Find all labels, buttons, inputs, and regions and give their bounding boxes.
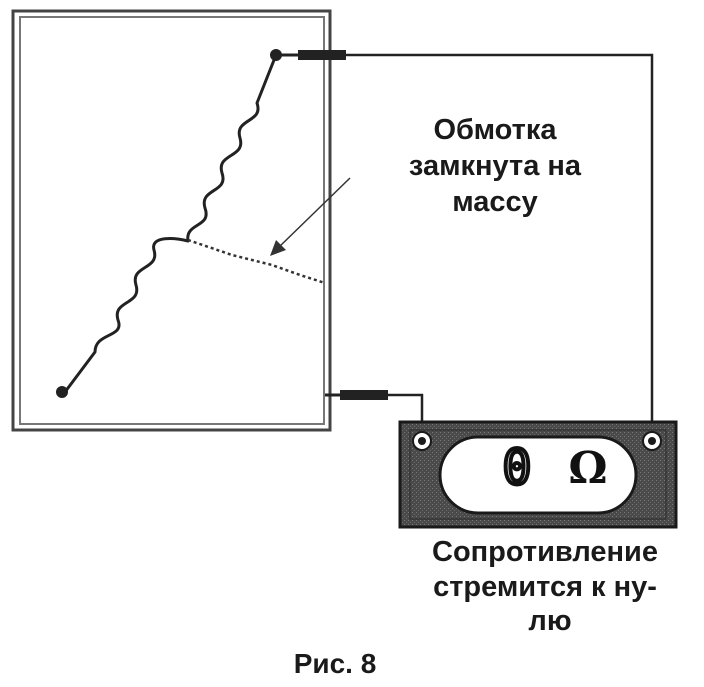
annotation-line-1: Обмотка bbox=[433, 114, 557, 146]
housing-frame bbox=[11, 9, 332, 432]
annotation-line-2: замкнута на bbox=[408, 150, 582, 182]
winding-terminal-bottom bbox=[56, 386, 68, 398]
figure-caption: Рис. 8 bbox=[293, 648, 377, 679]
meter-display-value: 0 bbox=[501, 440, 534, 496]
result-line-3: лю bbox=[528, 605, 572, 637]
result-line-1: Сопротивление bbox=[432, 536, 658, 568]
meter-probe-jack-right bbox=[642, 431, 662, 451]
winding-coil bbox=[63, 54, 278, 393]
annotation-line-3: массу bbox=[452, 186, 538, 218]
meter-unit-ohm-icon: Ω bbox=[568, 443, 608, 494]
top-lead-wire bbox=[276, 50, 654, 440]
ohmmeter bbox=[398, 420, 678, 529]
ground-fault-path bbox=[187, 238, 326, 285]
annotation-arrow bbox=[270, 177, 351, 256]
meter-probe-jack-left bbox=[412, 431, 432, 451]
result-line-2: стремится к ну- bbox=[433, 571, 657, 603]
meter-display-window bbox=[438, 435, 638, 515]
